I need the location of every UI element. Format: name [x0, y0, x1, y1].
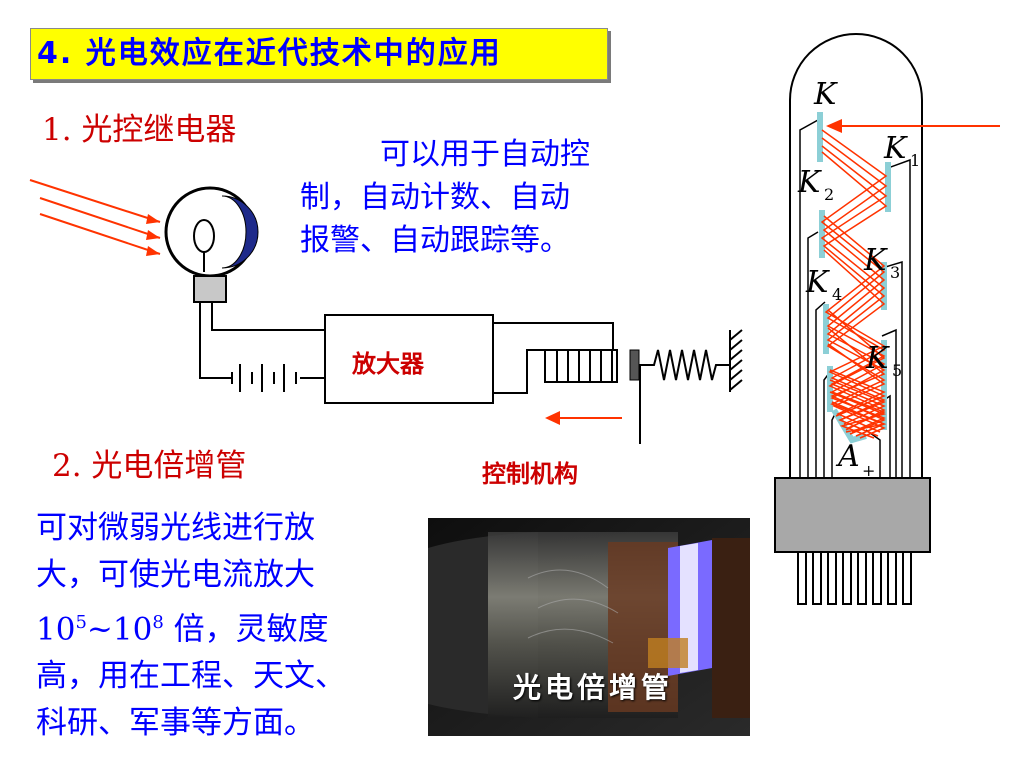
tube-base	[774, 477, 931, 553]
section2-desc-line4: 高，用在工程、天文、	[36, 658, 346, 695]
label-K2: K	[797, 165, 822, 200]
section1-heading: 1. 光控继电器	[42, 112, 237, 148]
label-A: A	[835, 439, 860, 474]
control-mechanism-label: 控制机构	[482, 460, 578, 488]
photo-caption: 光电倍增管	[513, 671, 674, 704]
label-K1-sub: 1	[910, 151, 920, 170]
spring	[639, 349, 730, 381]
section2-description: 可对微弱光线进行放 大，可使光电流放大 105~108 倍，灵敏度 高，用在工程…	[36, 505, 436, 747]
amplifier-box	[324, 314, 494, 404]
wall-hatch	[729, 329, 743, 392]
electromagnet-coil	[544, 349, 618, 383]
photo-illustration	[428, 518, 750, 736]
armature	[629, 349, 640, 381]
section2-heading: 2. 光电倍增管	[52, 448, 247, 484]
incident-light-rays	[29, 179, 161, 256]
section2-desc-line1: 可对微弱光线进行放	[36, 510, 315, 546]
battery	[231, 364, 297, 392]
dynodes	[817, 112, 891, 444]
label-K3: K	[863, 243, 888, 278]
label-K2-sub: 2	[824, 185, 834, 204]
gain-exp-2: 8	[152, 612, 164, 633]
amplifier-label: 放大器	[352, 350, 424, 378]
phototube	[164, 186, 259, 303]
label-A-sub: +	[862, 461, 875, 480]
gain-base-2: 10	[112, 611, 153, 648]
slide-title: 4. 光电效应在近代技术中的应用	[30, 28, 608, 80]
label-K: K	[813, 77, 838, 112]
circuit-wires	[199, 302, 614, 394]
tube-labels: K K 1 K 2 K 3 K 4 K 5 A +	[797, 77, 920, 480]
section1-desc-line1: 可以用于自动控	[380, 137, 590, 172]
section2-desc-line5: 科研、军事等方面。	[36, 705, 315, 742]
gain-base-1: 10	[36, 611, 76, 648]
gain-suffix: 倍，灵敏度	[163, 611, 329, 648]
section1-description: 可以用于自动控 制，自动计数、自动 报警、自动跟踪等。	[300, 133, 670, 262]
section2-desc-line2: 大，可使光电流放大	[36, 557, 315, 593]
label-K4-sub: 4	[832, 285, 842, 304]
photo-relay-diagram	[29, 179, 743, 444]
anode-A	[831, 408, 867, 444]
label-K4: K	[805, 265, 830, 300]
section2-desc-line3: 105~108 倍，灵敏度	[36, 599, 436, 653]
incoming-photon-arrow	[826, 119, 1000, 133]
gain-sep: ~	[86, 611, 113, 648]
internal-lead-wires	[799, 119, 911, 478]
gain-exp-1: 5	[75, 612, 87, 633]
title-text: 4. 光电效应在近代技术中的应用	[37, 36, 502, 71]
photomultiplier-photo: 光电倍增管	[428, 518, 750, 736]
label-K5: K	[865, 341, 890, 376]
motion-arrow	[545, 411, 622, 425]
tube-envelope	[789, 33, 923, 480]
label-K5-sub: 5	[892, 361, 902, 380]
label-K3-sub: 3	[890, 263, 900, 282]
electron-paths	[820, 129, 888, 439]
section1-desc-line3: 报警、自动跟踪等。	[300, 223, 570, 258]
label-K1: K	[883, 131, 908, 166]
tube-pins	[797, 551, 912, 605]
section1-desc-line2: 制，自动计数、自动	[300, 180, 570, 215]
